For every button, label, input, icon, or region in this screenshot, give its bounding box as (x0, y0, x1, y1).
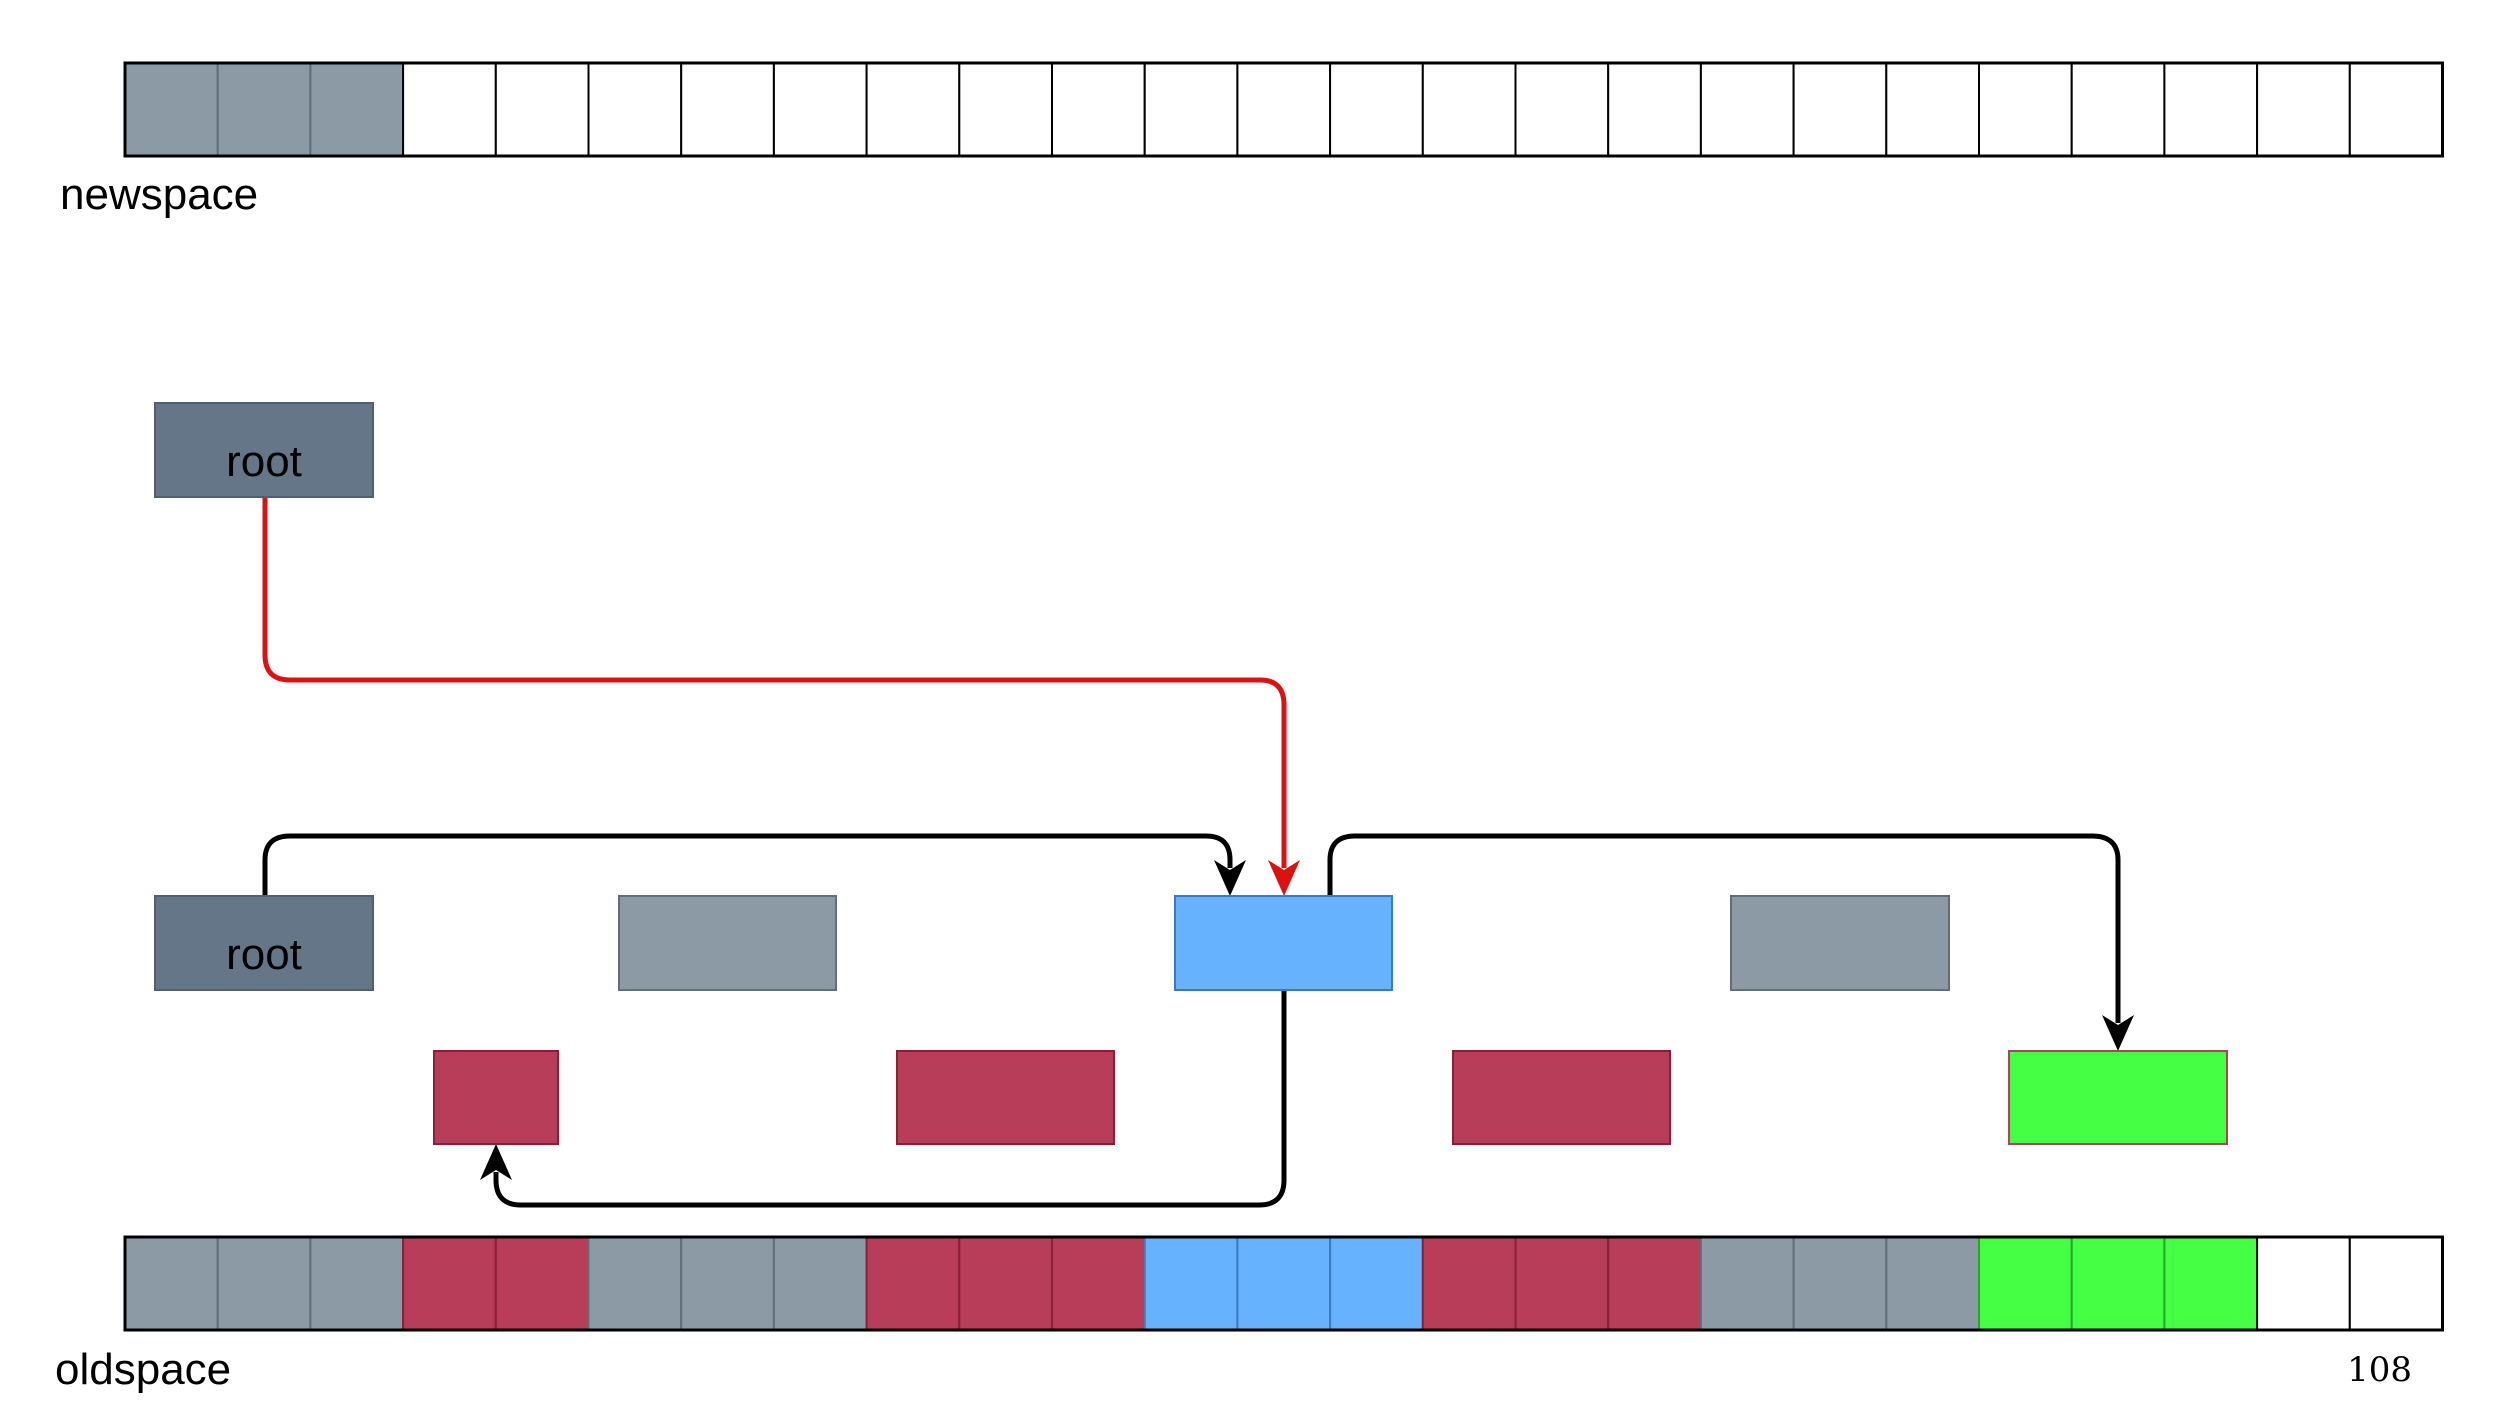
newspace-cell-empty (1607, 62, 1702, 157)
object-root-bottom: root (154, 895, 374, 991)
grey-object-1 (618, 895, 837, 991)
oldspace-cell-green (1978, 1236, 2073, 1331)
newspace-cell-empty (772, 62, 868, 157)
oldspace-strip (123, 1235, 2444, 1332)
oldspace-cell-green (2163, 1236, 2259, 1331)
arrowhead-root-to-blue (1268, 860, 1300, 896)
oldspace-cell-red (1514, 1236, 1610, 1331)
page-number: 108 (2347, 1350, 2412, 1390)
oldspace-cell-grey (309, 1236, 405, 1331)
oldspace-cell-grey (1792, 1236, 1888, 1331)
newspace-cell-empty (865, 62, 961, 157)
green-object (2008, 1050, 2228, 1145)
edges (262, 497, 2134, 1208)
oldspace-cell-grey (1885, 1236, 1981, 1331)
newspace-cell-empty (1514, 62, 1610, 157)
newspace-cell-empty (1978, 62, 2073, 157)
newspace-cell-empty (402, 62, 497, 157)
oldspace-cell-grey (772, 1236, 868, 1331)
oldspace-cell-empty (2348, 1236, 2444, 1331)
newspace-outline (123, 61, 2444, 158)
newspace-cell-empty (680, 62, 775, 157)
arrowhead-blue-to-red (480, 1144, 512, 1180)
oldspace-cell-red (494, 1236, 590, 1331)
newspace-cell-empty (1885, 62, 1981, 157)
arrowhead-root-bottom-to-blue (1214, 860, 1246, 896)
oldspace-cell-green (2070, 1236, 2166, 1331)
object-root-top: root (154, 402, 374, 498)
newspace-cell-grey (124, 62, 219, 157)
oldspace-cell-red (402, 1236, 497, 1331)
edge-blue-to-red (493, 990, 1287, 1208)
oldspace-cell-red (865, 1236, 961, 1331)
edge-root-bottom-to-blue (262, 833, 1233, 896)
oldspace-cell-red (1607, 1236, 1702, 1331)
newspace-cell-empty (1421, 62, 1517, 157)
arrowhead-blue-to-green (2102, 1015, 2134, 1051)
newspace-cell-empty (587, 62, 683, 157)
oldspace-cell-grey (1699, 1236, 1795, 1331)
oldspace-cell-red (958, 1236, 1053, 1331)
oldspace-cell-red (1051, 1236, 1146, 1331)
red-object-2 (896, 1050, 1115, 1145)
newspace-cell-empty (1143, 62, 1239, 157)
newspace-cell-empty (958, 62, 1053, 157)
oldspace-cell-grey (680, 1236, 775, 1331)
grey-object-2 (1730, 895, 1950, 991)
newspace-cell-empty (2070, 62, 2166, 157)
oldspace-cell-blue (1236, 1236, 1332, 1331)
newspace-cell-grey (309, 62, 405, 157)
oldspace-label: oldspace (55, 1345, 231, 1394)
newspace-cell-empty (1699, 62, 1795, 157)
newspace-cell-empty (1236, 62, 1332, 157)
newspace-strip (123, 61, 2444, 158)
edge-root-to-blue (262, 497, 1287, 868)
root-top-label: root (226, 437, 302, 486)
oldspace-cell-grey (124, 1236, 219, 1331)
root-bottom-label: root (226, 930, 302, 979)
oldspace-cell-empty (2256, 1236, 2351, 1331)
newspace-cell-empty (2256, 62, 2351, 157)
newspace-cell-empty (2348, 62, 2444, 157)
oldspace-cell-red (1421, 1236, 1517, 1331)
newspace-cell-empty (2163, 62, 2259, 157)
oldspace-cell-blue (1329, 1236, 1424, 1331)
newspace-cell-empty (1329, 62, 1424, 157)
newspace-cell-empty (494, 62, 590, 157)
newspace-cell-grey (216, 62, 312, 157)
blue-object (1174, 895, 1393, 991)
edge-blue-to-green (1327, 833, 2121, 1023)
oldspace-cell-grey (587, 1236, 683, 1331)
newspace-cell-empty (1792, 62, 1888, 157)
oldspace-cell-blue (1143, 1236, 1239, 1331)
red-object-3 (1452, 1050, 1671, 1145)
red-object-1 (433, 1050, 559, 1145)
newspace-label: newspace (60, 170, 258, 219)
newspace-cell-empty (1051, 62, 1146, 157)
oldspace-outline (123, 1235, 2444, 1332)
oldspace-cell-grey (216, 1236, 312, 1331)
